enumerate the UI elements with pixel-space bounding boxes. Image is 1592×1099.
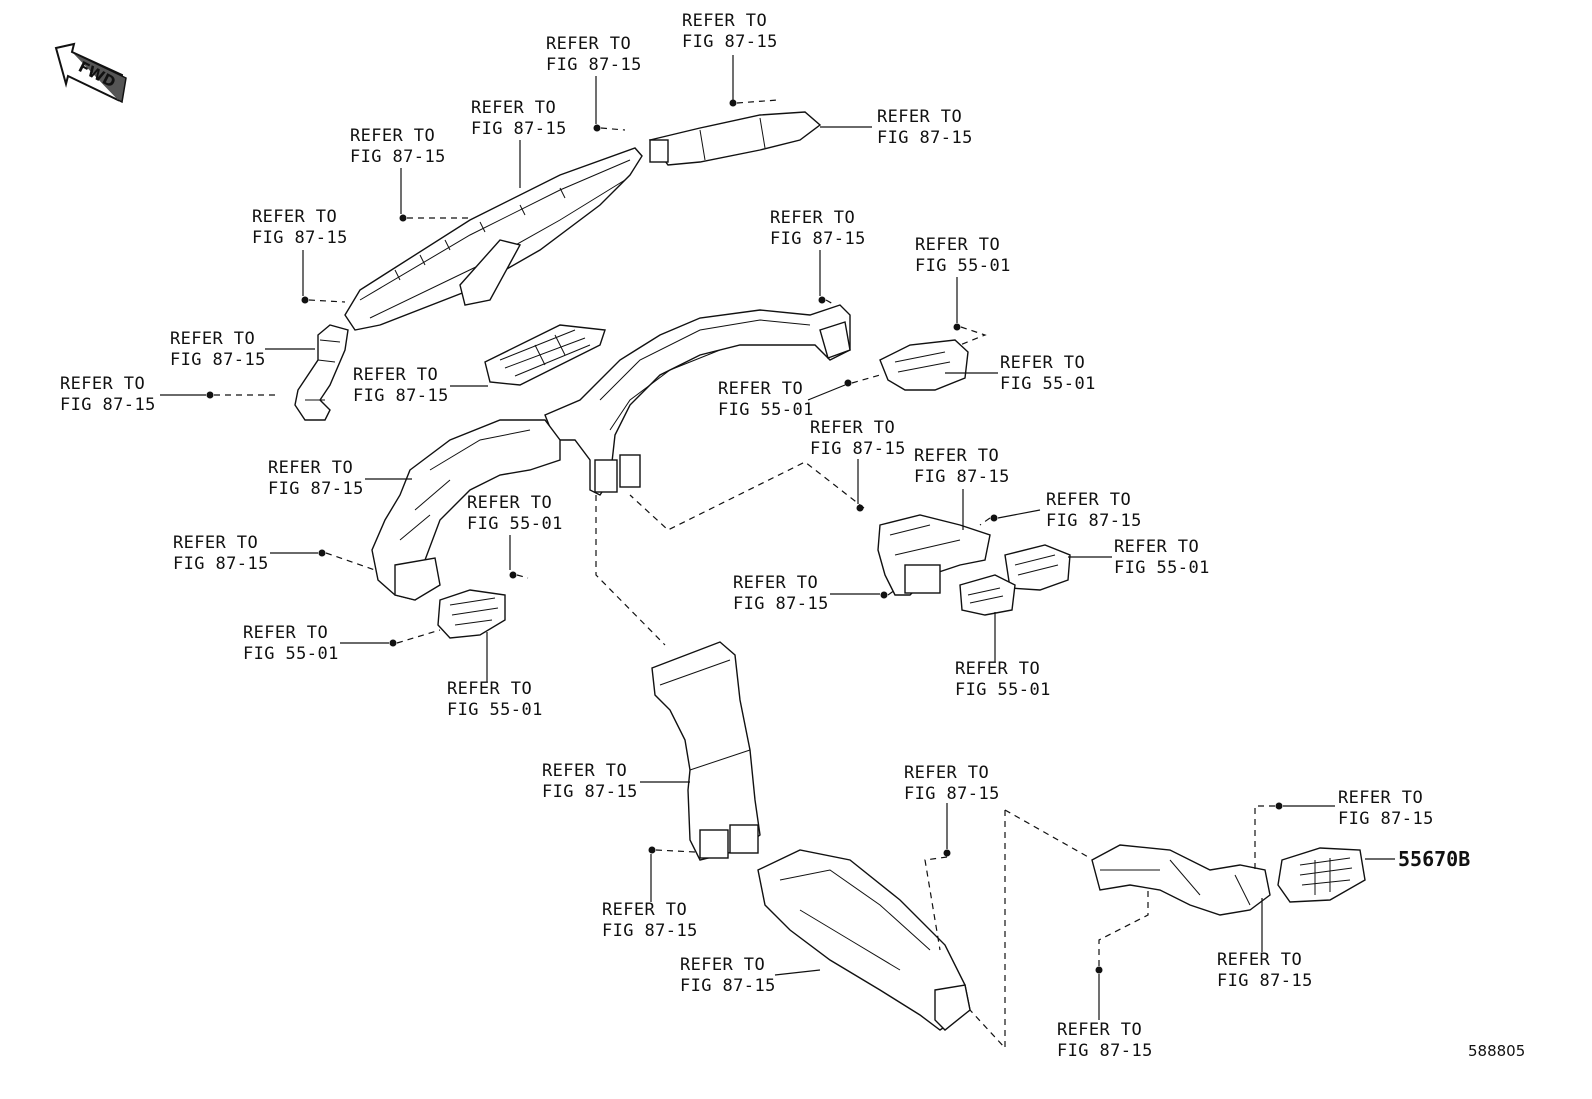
upper-right-register xyxy=(879,339,969,391)
upper-right-duct xyxy=(648,111,822,166)
part-number-label: 55670B xyxy=(1398,847,1471,871)
main-center-duct xyxy=(544,304,851,496)
rear-register-55670b xyxy=(1277,847,1366,903)
right-side-duct xyxy=(877,514,991,596)
center-register xyxy=(484,324,606,386)
rear-floor-duct xyxy=(651,641,761,861)
right-vent-registers xyxy=(959,544,1071,616)
rear-right-duct xyxy=(1091,844,1271,916)
side-vent-hose-left xyxy=(294,324,349,421)
fasteners xyxy=(206,99,1283,974)
lower-floor-duct xyxy=(757,849,971,1031)
left-main-duct xyxy=(371,419,561,601)
center-upper-duct xyxy=(344,147,643,331)
drawing-id: 588805 xyxy=(1468,1042,1526,1060)
forward-direction-arrow-icon: FWD xyxy=(54,42,127,104)
leader-lines xyxy=(160,55,1395,1020)
assembly-dashed-lines xyxy=(214,99,1275,1050)
left-vent-register xyxy=(437,589,506,639)
